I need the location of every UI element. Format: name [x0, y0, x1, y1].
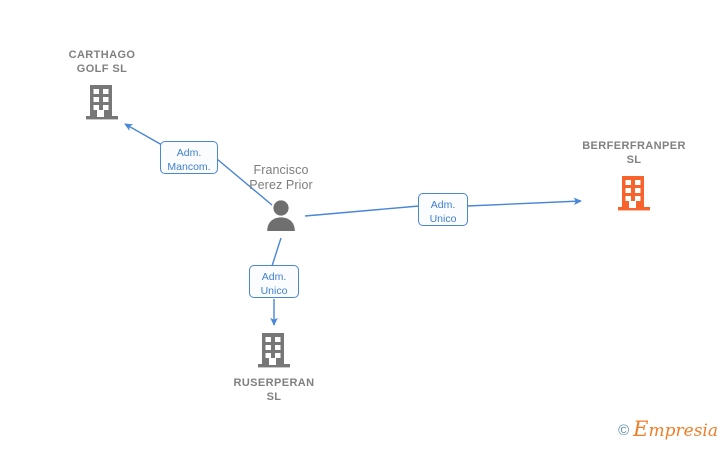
- copyright-icon: ©: [618, 422, 630, 439]
- brand-name: Empresia: [633, 419, 719, 441]
- edge-line-berferfranper: [304, 205, 420, 217]
- edge-line-ruserperan: [271, 237, 282, 267]
- person-icon: [267, 200, 295, 231]
- building-icon: [618, 176, 650, 211]
- edge-label-adm-unico-berferfranper[interactable]: Adm. Unico: [418, 193, 468, 226]
- node-label-ruserperan: RUSERPERAN SL: [233, 377, 315, 403]
- node-label-francisco: Francisco Perez Prior: [249, 163, 313, 192]
- node-carthago-golf-sl[interactable]: CARTHAGO GOLF SL: [27, 48, 177, 122]
- building-icon: [258, 333, 290, 368]
- node-francisco-perez-prior[interactable]: Francisco Perez Prior: [216, 163, 346, 232]
- node-label-carthago: CARTHAGO GOLF SL: [68, 49, 136, 75]
- edge-label-adm-mancom[interactable]: Adm. Mancom.: [160, 141, 218, 174]
- brand-initial: E: [633, 417, 649, 441]
- edge-arrow-carthago: [124, 123, 163, 146]
- node-berferfranper-sl[interactable]: BERFERFRANPER SL: [559, 139, 709, 213]
- watermark-empresia: © Empresia: [618, 419, 719, 441]
- building-icon: [86, 85, 118, 120]
- brand-rest: mpresia: [648, 421, 719, 441]
- edge-arrow-berferfranper: [466, 197, 582, 207]
- edge-label-adm-unico-ruserperan[interactable]: Adm. Unico: [249, 265, 299, 298]
- node-ruserperan-sl[interactable]: RUSERPERAN SL: [199, 330, 349, 404]
- edge-line-carthago: [210, 153, 273, 206]
- node-label-berferfranper: BERFERFRANPER SL: [582, 140, 686, 166]
